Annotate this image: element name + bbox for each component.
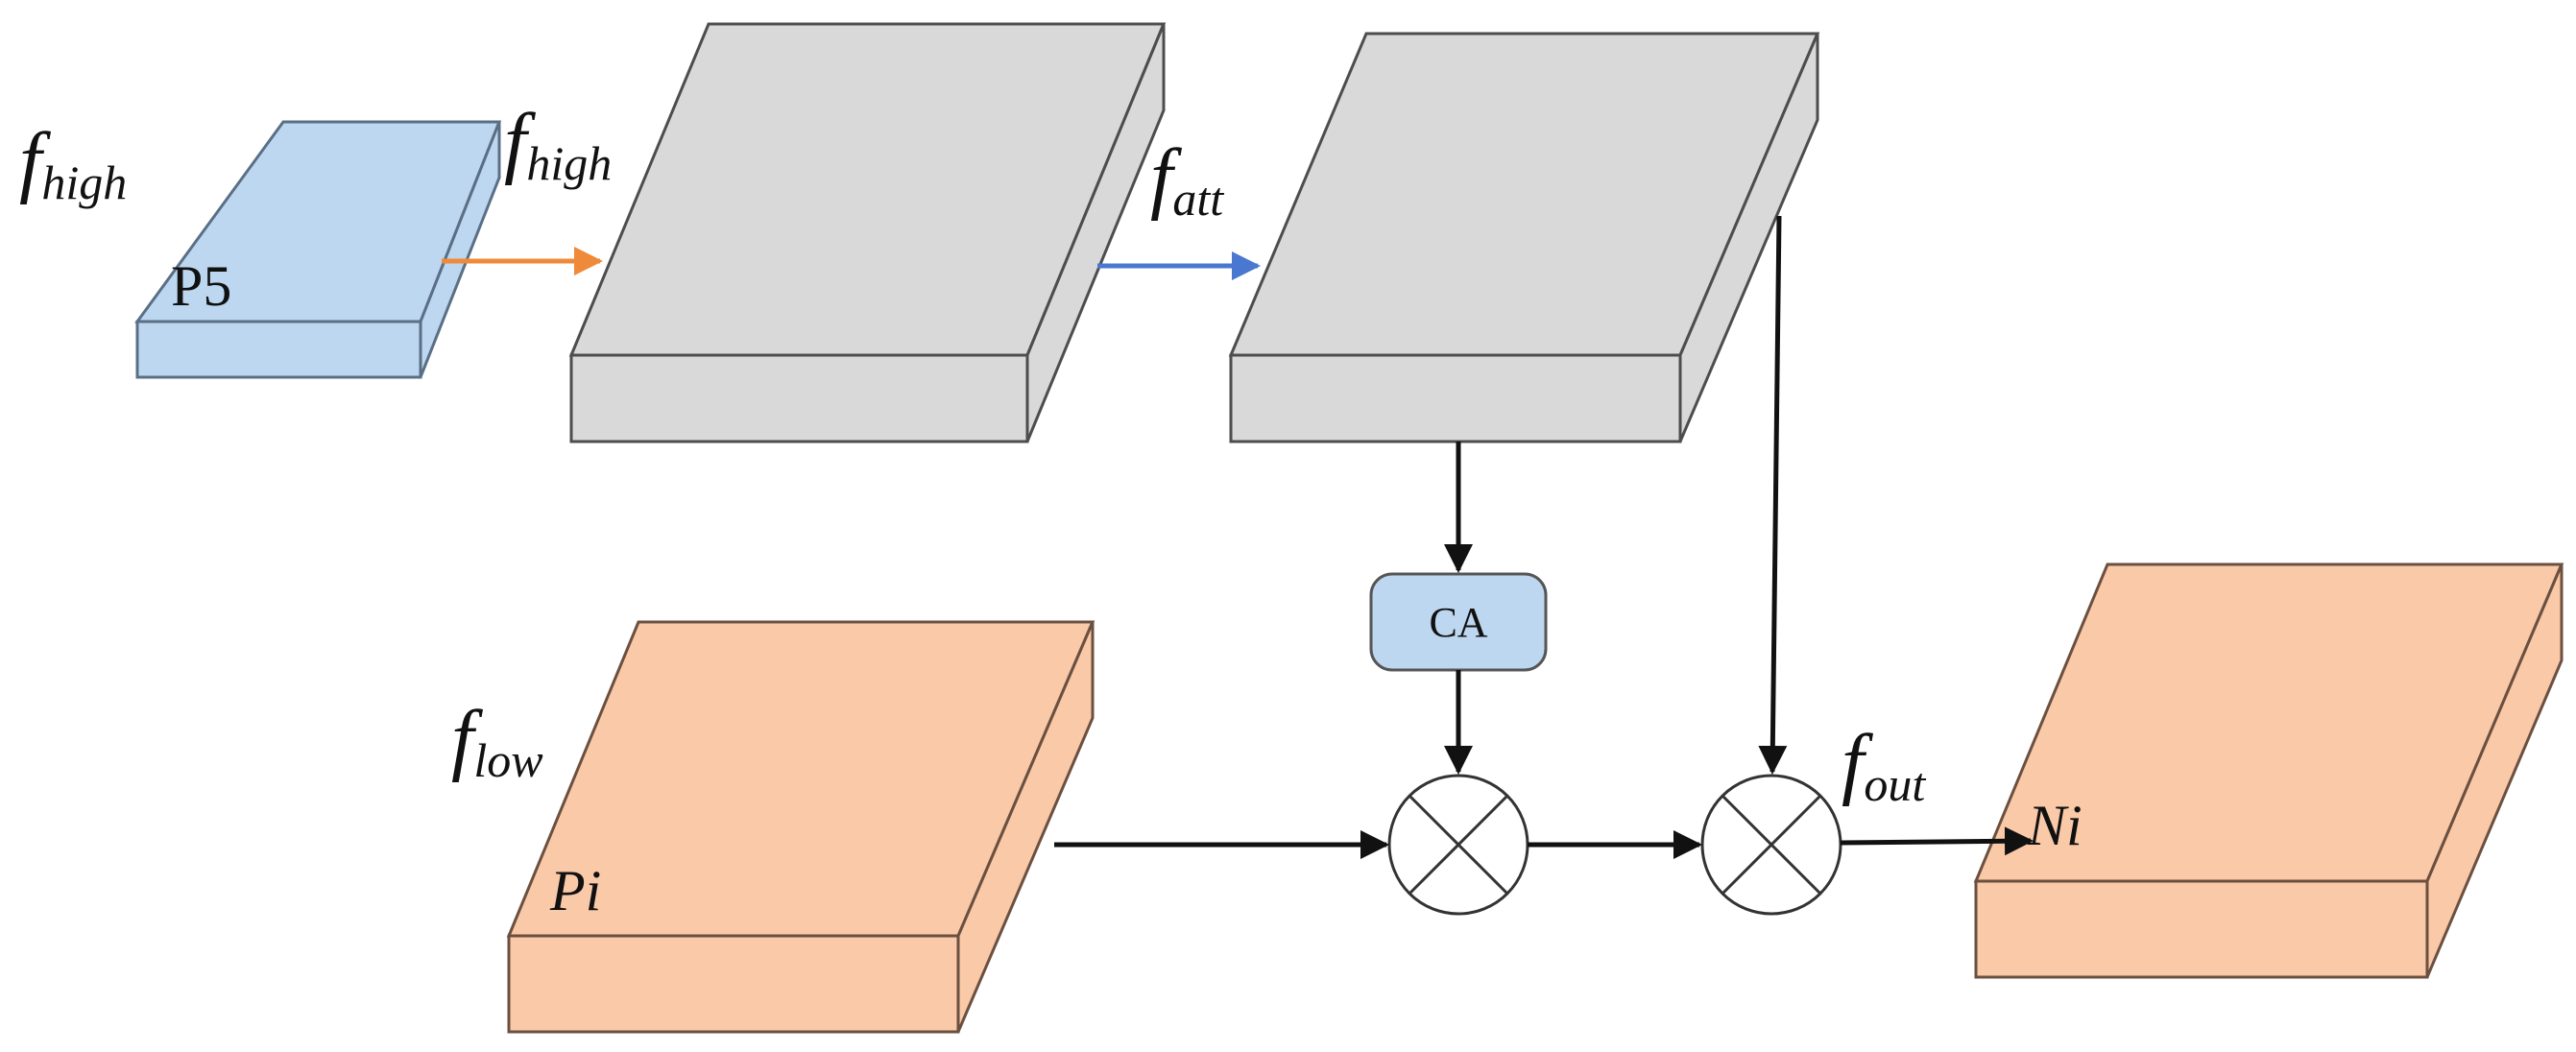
ni-side-face bbox=[2425, 563, 2564, 978]
p5-front-face bbox=[135, 320, 422, 379]
p5-block: P5 bbox=[134, 120, 502, 379]
gray1-front-face bbox=[569, 353, 1029, 443]
ni-front-face bbox=[1974, 879, 2429, 979]
multiply-circle-1 bbox=[1387, 774, 1529, 916]
gray2-front-face bbox=[1229, 353, 1682, 443]
f-out-label: fout bbox=[1842, 718, 1926, 811]
ni-label: Ni bbox=[2027, 794, 2082, 857]
f-low-label: flow bbox=[451, 694, 543, 787]
f-high-left-label: fhigh bbox=[19, 116, 127, 209]
arrow-mult2-to-ni bbox=[1840, 826, 2034, 856]
ca-module: CA bbox=[1369, 572, 1548, 672]
p5-label: P5 bbox=[171, 254, 231, 318]
f-att-label: fatt bbox=[1150, 132, 1224, 226]
pi-front-face bbox=[507, 934, 960, 1034]
ca-label: CA bbox=[1429, 599, 1487, 646]
feature-block-att bbox=[1228, 32, 1820, 443]
f-high-mid-label: fhigh bbox=[504, 97, 612, 190]
multiply-circle-2 bbox=[1700, 774, 1842, 916]
arrow-att-to-mult2 bbox=[1758, 215, 1788, 775]
multiply-cross-b bbox=[1408, 794, 1509, 896]
multiply-cross-b bbox=[1721, 794, 1822, 896]
gray1-side-face bbox=[1025, 23, 1166, 442]
feature-block-high bbox=[568, 22, 1167, 443]
gray2-side-face bbox=[1678, 33, 1819, 442]
pi-block: Pi bbox=[506, 620, 1095, 1034]
ni-block: Ni bbox=[1973, 562, 2564, 979]
pi-label: Pi bbox=[549, 859, 601, 922]
p5-side-face bbox=[419, 121, 501, 378]
pi-side-face bbox=[956, 621, 1095, 1033]
